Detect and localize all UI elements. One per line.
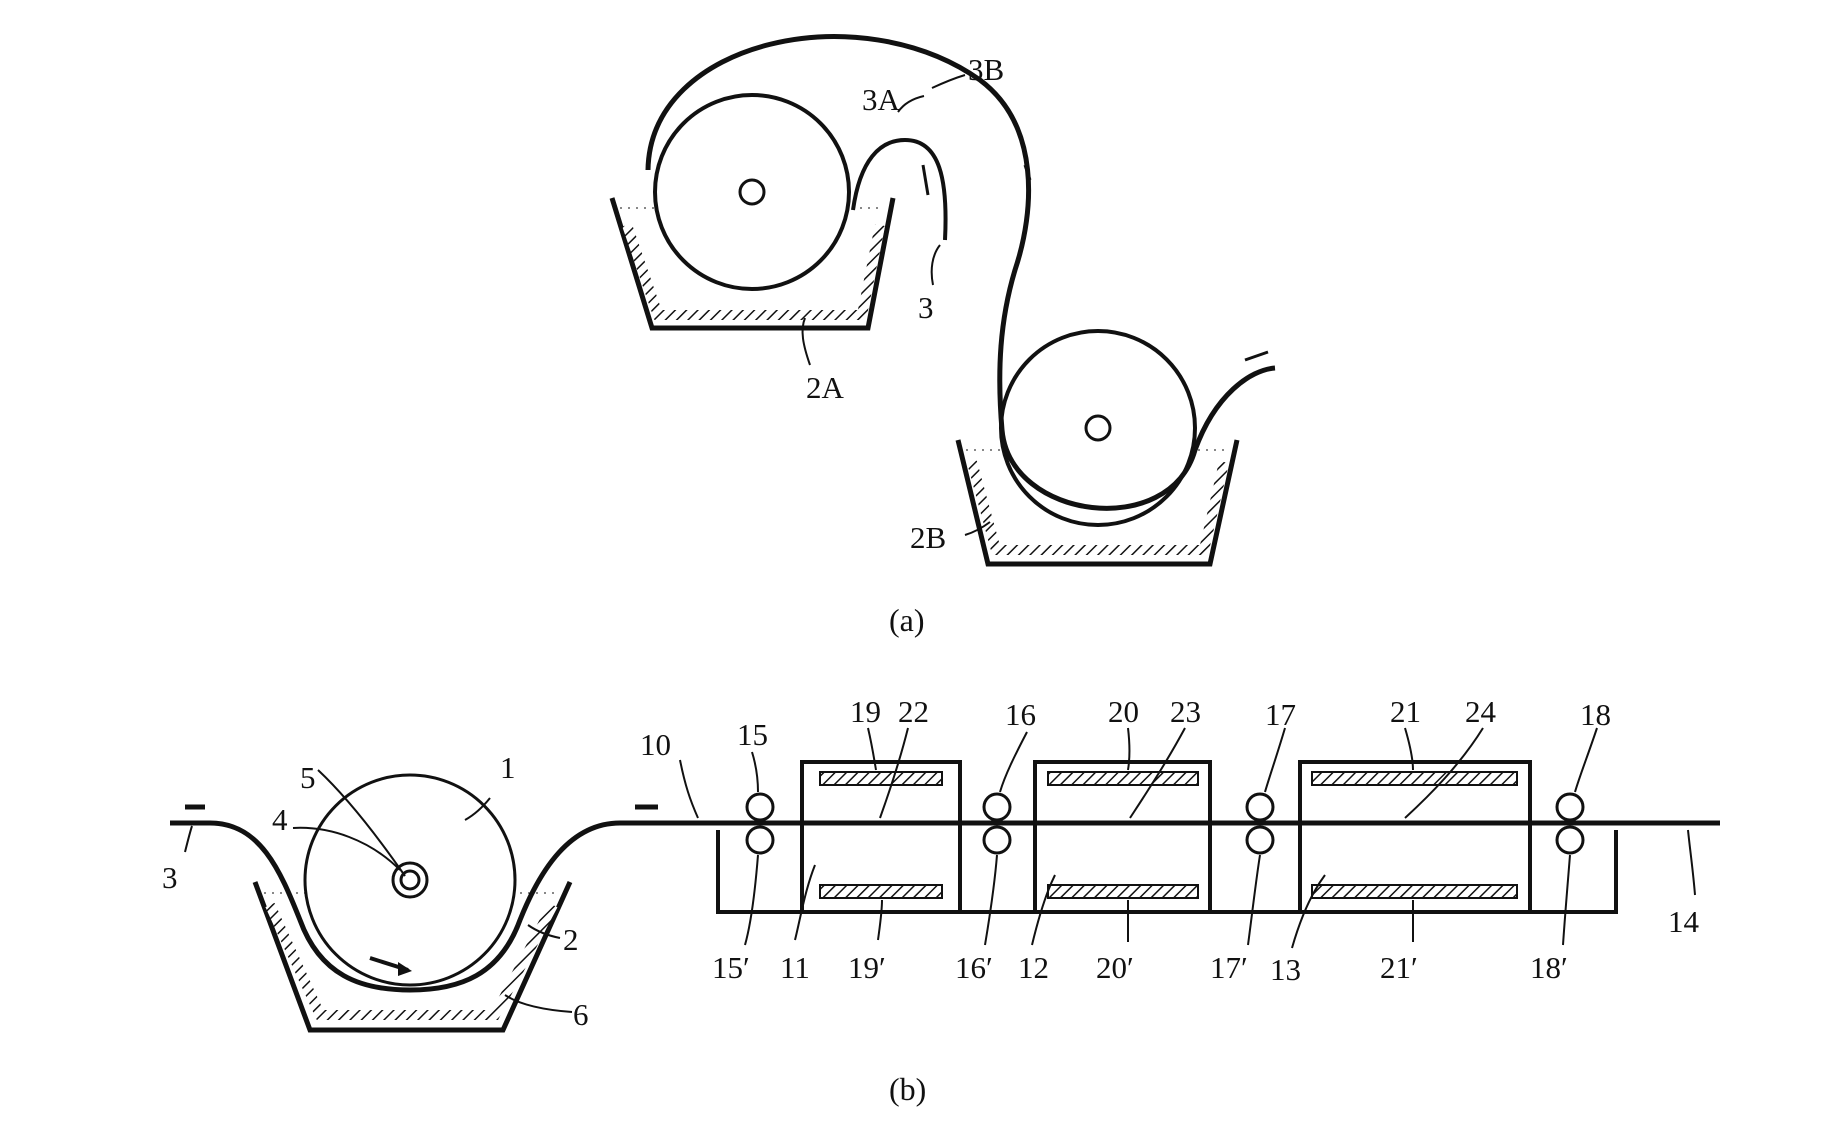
label-2b: 2B bbox=[910, 520, 946, 555]
chamber-11 bbox=[800, 760, 962, 914]
label-20: 20 bbox=[1108, 694, 1139, 729]
label-2a: 2A bbox=[806, 370, 845, 405]
label-3a: 3A bbox=[862, 82, 901, 117]
leader-2a bbox=[801, 317, 811, 366]
nip-rolls bbox=[745, 792, 1585, 855]
leader-3a bbox=[897, 95, 925, 113]
motion-mark bbox=[1023, 164, 1032, 181]
label-3: 3 bbox=[918, 290, 934, 325]
label-17: 17 bbox=[1265, 697, 1296, 732]
label-14: 14 bbox=[1668, 904, 1700, 939]
label-20-prime: 20′ bbox=[1096, 950, 1134, 985]
label-6: 6 bbox=[573, 997, 589, 1032]
label-22: 22 bbox=[898, 694, 929, 729]
label-16: 16 bbox=[1005, 697, 1036, 732]
lower-roll bbox=[999, 329, 1197, 527]
rotation-arrowhead bbox=[398, 962, 412, 976]
leader-3b bbox=[931, 74, 966, 89]
label-18-prime: 18′ bbox=[1530, 950, 1568, 985]
label-17-prime: 17′ bbox=[1210, 950, 1248, 985]
label-1: 1 bbox=[500, 750, 516, 785]
label-16-prime: 16′ bbox=[955, 950, 993, 985]
label-12: 12 bbox=[1018, 950, 1049, 985]
leader-3 bbox=[930, 244, 941, 286]
label-19-prime: 19′ bbox=[848, 950, 886, 985]
fiber-line-in bbox=[170, 820, 700, 993]
label-3b: 3B bbox=[968, 52, 1004, 87]
chamber-12 bbox=[1033, 760, 1212, 914]
label-2: 2 bbox=[563, 922, 579, 957]
leaders-b bbox=[184, 727, 1696, 1013]
fiber-3b bbox=[645, 34, 1276, 511]
label-23: 23 bbox=[1170, 694, 1201, 729]
label-19: 19 bbox=[850, 694, 881, 729]
chamber-13 bbox=[1298, 760, 1532, 914]
label-18: 18 bbox=[1580, 697, 1611, 732]
label-4: 4 bbox=[272, 802, 288, 837]
motion-mark bbox=[921, 164, 930, 196]
leader-2b bbox=[964, 521, 991, 536]
label-13: 13 bbox=[1270, 952, 1301, 987]
label-24: 24 bbox=[1465, 694, 1497, 729]
label-10: 10 bbox=[640, 727, 671, 762]
tank-2b bbox=[955, 439, 1240, 567]
upper-roll bbox=[653, 93, 851, 291]
fiber-3a bbox=[851, 137, 948, 241]
tank-2a bbox=[609, 197, 896, 331]
figure-a: 3A 3B 3 2A 2B (a) bbox=[609, 34, 1276, 638]
caption-a: (a) bbox=[889, 602, 925, 638]
label-21: 21 bbox=[1390, 694, 1421, 729]
label-21-prime: 21′ bbox=[1380, 950, 1418, 985]
label-5: 5 bbox=[300, 760, 316, 795]
label-15: 15 bbox=[737, 717, 768, 752]
figure-b: 3 4 5 1 2 6 10 15 15′ 11 19 19′ 22 16 16… bbox=[162, 694, 1720, 1107]
frame-lower bbox=[716, 830, 1618, 914]
label-11: 11 bbox=[780, 950, 810, 985]
caption-b: (b) bbox=[889, 1071, 926, 1107]
motion-mark bbox=[1244, 350, 1269, 362]
label-3-in: 3 bbox=[162, 860, 178, 895]
label-15-prime: 15′ bbox=[712, 950, 750, 985]
